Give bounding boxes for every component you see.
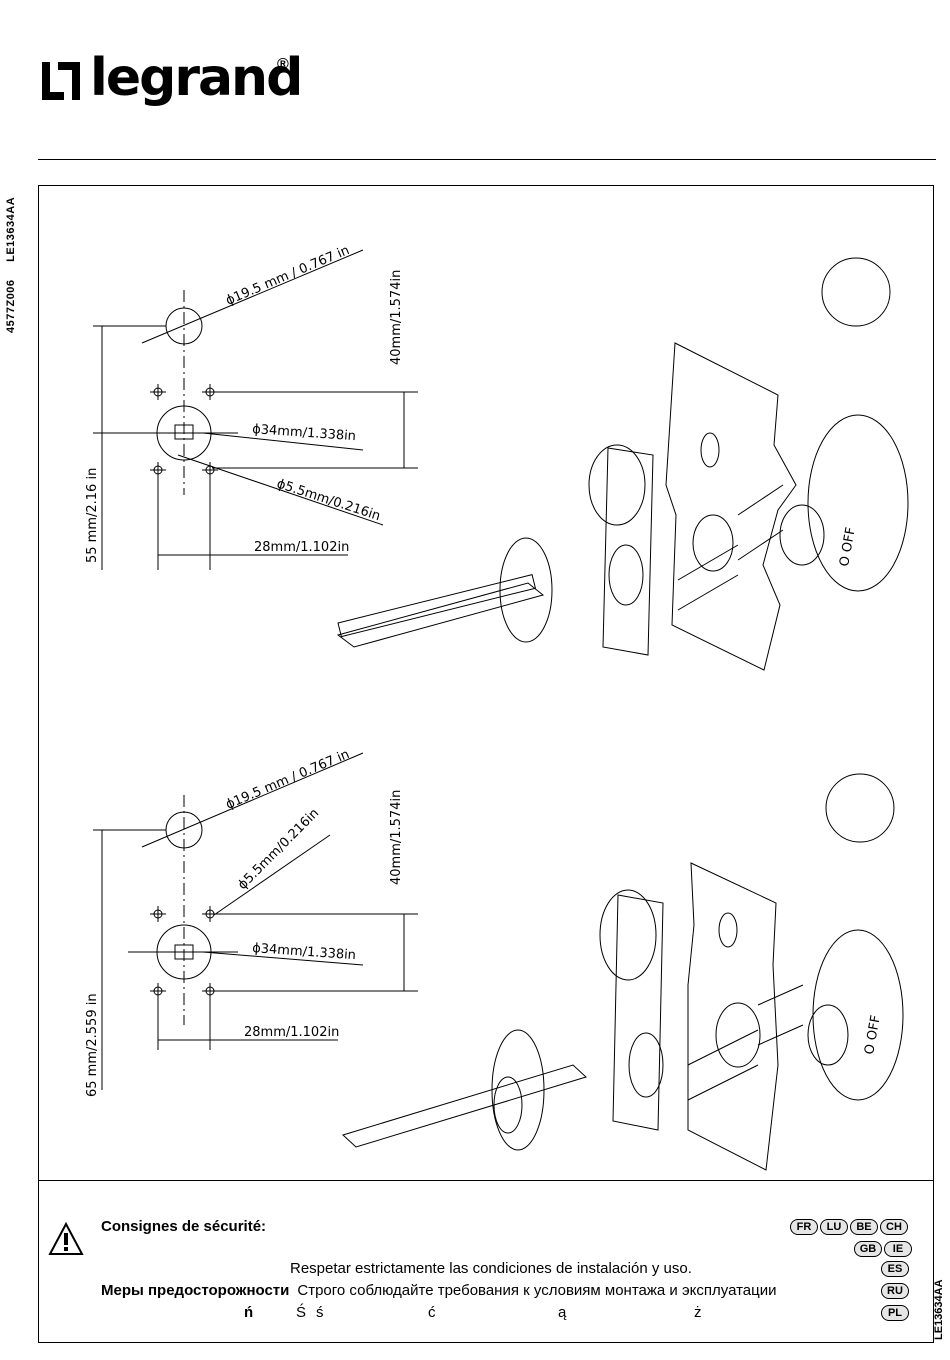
fig1-dim-center: ϕ34mm/1.338in (252, 422, 357, 444)
fig1-dim-vertical-total: 55 mm/2.16 in (85, 468, 100, 563)
brand-name: legrand (90, 48, 303, 108)
safety-line-ru: Строго соблюдайте требования к условиям … (297, 1282, 777, 1299)
lang-badge: LU (820, 1219, 848, 1235)
safety-line-es: Respetar estrictamente las condiciones d… (290, 1260, 692, 1277)
fig2-dim-vertical-total: 65 mm/2.559 in (85, 993, 100, 1097)
safety-title-ru: Меры предосторожности (101, 1282, 290, 1299)
side-code-1: 4577Z006 (5, 279, 17, 333)
figure-2-drilling-template (93, 752, 904, 1171)
warning-icon (48, 1221, 84, 1261)
registered-mark: ® (277, 56, 289, 73)
fig1-dim-hole-top: ϕ19.5 mm / 0.767 in (224, 243, 352, 309)
fig2-dim-hole-top: ϕ19.5 mm / 0.767 in (224, 747, 352, 813)
language-badges-row-5: PL (879, 1305, 909, 1321)
pl-char: Ś (296, 1304, 307, 1321)
pl-char: ć (428, 1304, 436, 1321)
frame-divider (38, 1180, 934, 1181)
fig2-dim-vertical-40: 40mm/1.574in (389, 790, 404, 885)
lang-badge: CH (880, 1219, 908, 1235)
legrand-mark-icon (40, 58, 84, 104)
safety-title-fr: Consignes de sécurité: (101, 1218, 267, 1235)
safety-row-ru: Меры предосторожности Строго соблюдайте т… (101, 1282, 776, 1299)
fig2-dim-horizontal: 28mm/1.102in (244, 1025, 339, 1040)
fig2-switch-label: O OFF (862, 1014, 884, 1056)
side-document-code: 4577Z006 LE13634AA (5, 183, 17, 333)
language-badges-row-3: ES (879, 1261, 909, 1277)
figure-1-drilling-template (93, 249, 909, 671)
lang-badge: BE (850, 1219, 878, 1235)
pl-char: ż (694, 1304, 702, 1321)
legrand-logo: legrand (40, 48, 303, 108)
pl-char: ń (244, 1304, 254, 1321)
side-code-2: LE13634AA (5, 196, 17, 262)
mounting-diagram: ϕ19.5 mm / 0.767 in 40mm/1.574in ϕ34mm/1… (85, 243, 909, 1171)
fig1-dim-vertical-40: 40mm/1.574in (389, 270, 404, 365)
fig1-dim-horizontal: 28mm/1.102in (254, 540, 349, 555)
header-divider (38, 159, 936, 160)
pl-char: ą (558, 1304, 567, 1321)
fig1-switch-label: O OFF (837, 526, 859, 568)
fig2-dim-center: ϕ34mm/1.338in (252, 941, 357, 963)
lang-badge: ES (881, 1261, 909, 1277)
lang-badge: PL (881, 1305, 909, 1321)
lang-badge: FR (790, 1219, 818, 1235)
lang-badge: IE (884, 1241, 912, 1257)
language-badges-row-4: RU (879, 1283, 909, 1299)
content-frame (38, 185, 934, 1343)
lang-badge: GB (854, 1241, 882, 1257)
pl-char: ś (316, 1304, 324, 1321)
lang-badge: RU (881, 1283, 909, 1299)
right-document-code: LE13634AA (933, 1279, 945, 1340)
fig1-dim-small-hole: ϕ5.5mm/0.216in (275, 477, 382, 525)
